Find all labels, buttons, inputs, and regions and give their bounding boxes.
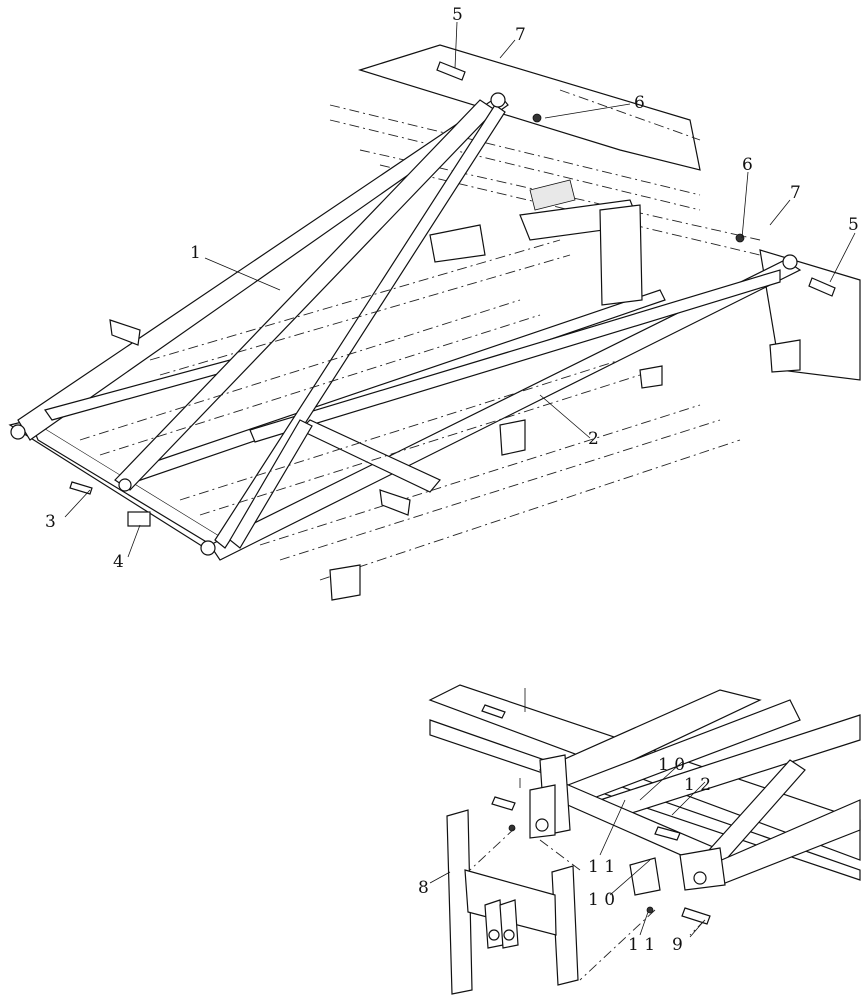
callout-6-top: 6 [634,93,645,113]
hitch-detail-inset [428,684,861,995]
callout-9: 9 [672,935,683,955]
callout-1: 1 [190,243,201,263]
callouts-main: 5 7 6 6 7 5 1 2 3 4 [45,5,859,572]
callout-5-right: 5 [848,215,859,235]
hitch-cylinder-assembly [429,179,801,373]
callout-2: 2 [588,429,599,449]
callout-4: 4 [113,552,124,572]
callout-11-upper: 1 1 [588,857,615,877]
diagonal-brace-part-2 [229,419,441,549]
hardware-details [10,61,836,556]
callout-10-lower: 1 0 [588,890,615,910]
callout-11-lower: 1 1 [628,935,655,955]
toolbars-phantom [79,239,741,601]
callout-5-top: 5 [452,5,463,25]
callout-3: 3 [45,512,56,532]
callouts-inset: 1 0 1 2 1 1 1 0 8 1 1 9 [418,755,711,955]
callout-7-right: 7 [790,183,801,203]
leader-lines-main [64,21,856,558]
main-frame-rectangle [8,94,802,561]
mounting-bracket-part-8 [446,809,579,995]
main-frame-drawing [8,21,861,601]
callout-12: 1 2 [684,775,711,795]
callout-8: 8 [418,878,429,898]
callout-7-top: 7 [515,25,526,45]
callout-6-right: 6 [742,155,753,175]
callout-10-upper: 1 0 [658,755,685,775]
